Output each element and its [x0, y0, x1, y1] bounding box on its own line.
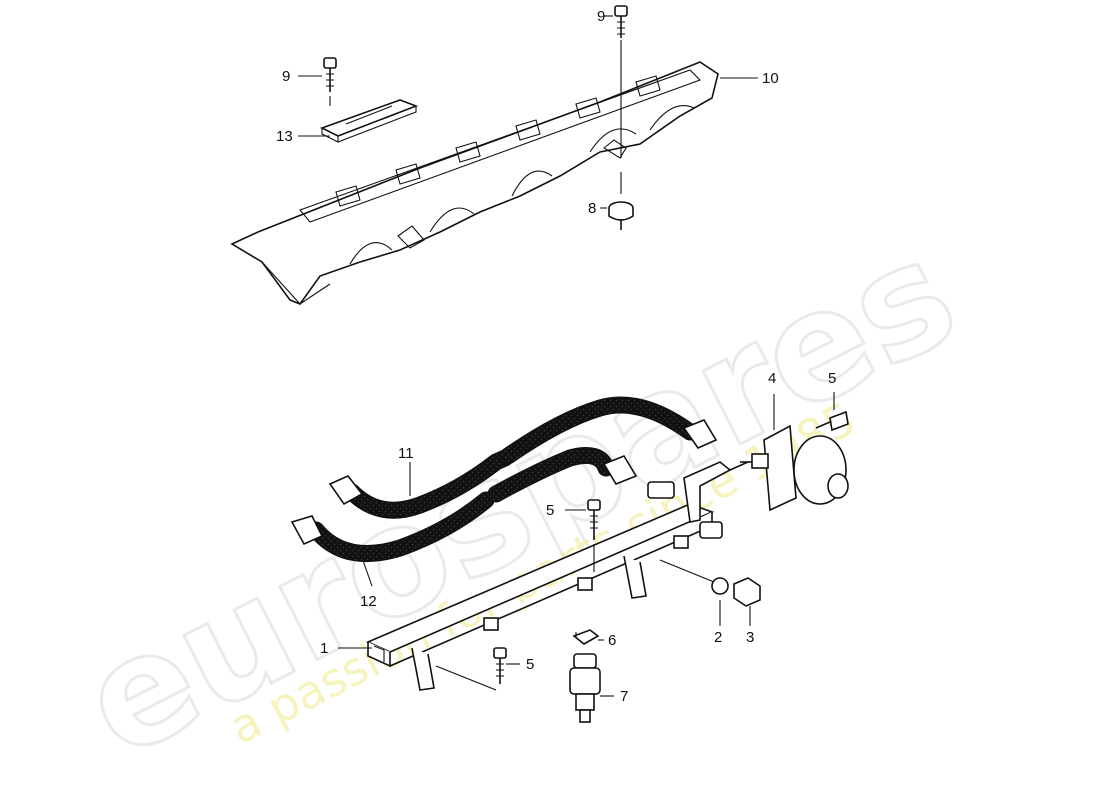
- grommet: [608, 201, 634, 230]
- end-cap: [733, 577, 761, 607]
- pressure-regulator: [740, 424, 849, 512]
- engine-cover: [230, 61, 719, 305]
- callout-5-right: 5: [828, 370, 836, 387]
- bolt-5-middle: [587, 499, 601, 540]
- bolt-5-right: [815, 410, 849, 432]
- fuel-rail: [366, 503, 723, 691]
- callout-9-left: 9: [282, 68, 290, 85]
- retaining-clip: [572, 629, 600, 645]
- callout-7: 7: [620, 688, 628, 705]
- watermark-brand: eurospares: [57, 206, 981, 792]
- callout-4: 4: [768, 370, 776, 387]
- fuel-injector: [569, 653, 601, 723]
- callout-1: 1: [320, 640, 328, 657]
- seal-ring: [711, 577, 729, 595]
- callout-9-top: 9: [597, 8, 605, 25]
- callout-10: 10: [762, 70, 779, 87]
- bolt-9-left: [323, 57, 337, 92]
- fuel-hose-12: [290, 447, 638, 563]
- callout-5-lower: 5: [526, 656, 534, 673]
- callout-2: 2: [714, 629, 722, 646]
- bolt-9-top: [614, 5, 628, 38]
- leader-lines: [298, 15, 835, 697]
- watermark: eurospares a passion for parts since 198…: [56, 205, 983, 794]
- return-line-bracket: [647, 461, 749, 523]
- callout-12: 12: [360, 593, 377, 610]
- callout-numbers: 9 9 13 10 8 11 12 1 5 4 5 5 6 7 2 3: [276, 8, 836, 705]
- callout-6: 6: [608, 632, 616, 649]
- callout-13: 13: [276, 128, 293, 145]
- callout-8: 8: [588, 200, 596, 217]
- fuel-hose-11: [328, 396, 718, 519]
- callout-11: 11: [398, 445, 414, 462]
- callout-5-middle: 5: [546, 502, 554, 519]
- badge-plate: [319, 99, 419, 143]
- bolt-5-lower: [493, 647, 507, 684]
- callout-3: 3: [746, 629, 754, 646]
